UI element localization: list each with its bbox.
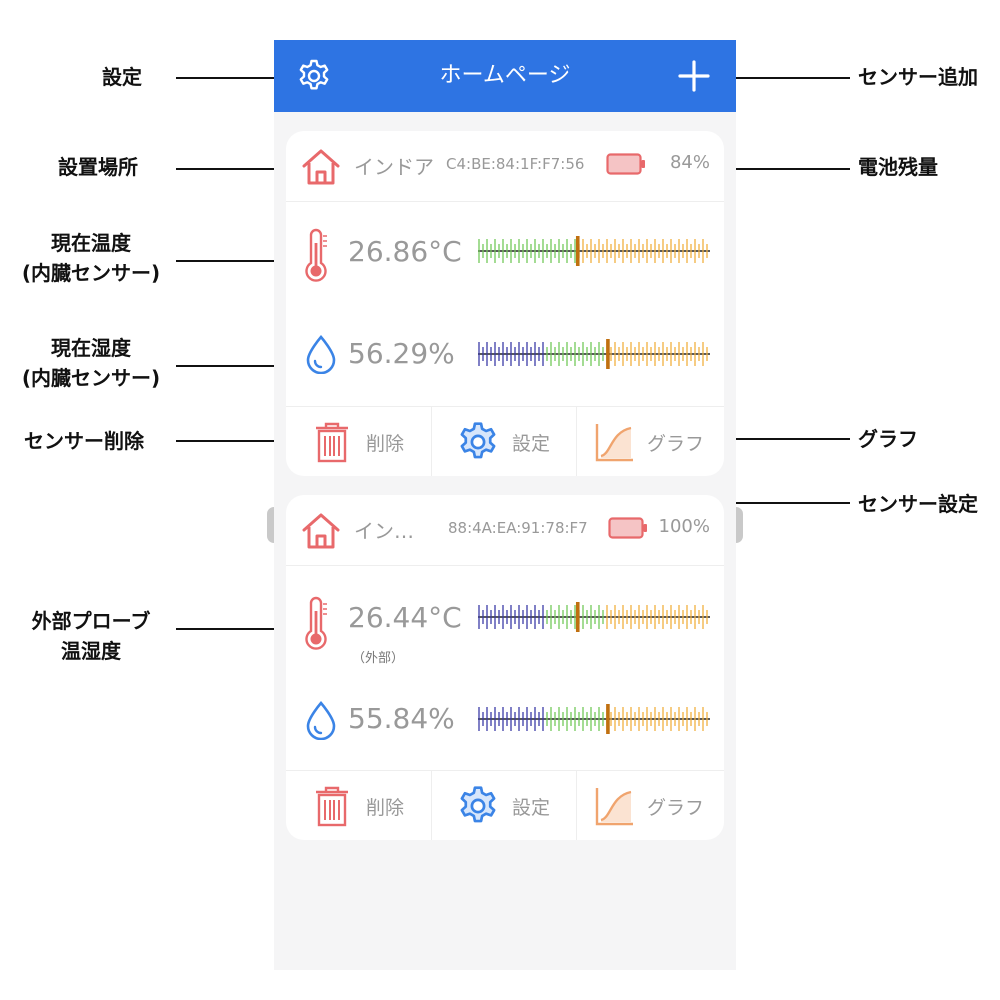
humidity-reading: 56.29% [348,337,455,370]
thermometer-icon [305,228,327,282]
leader-graph [722,438,850,440]
leader-battery-level [722,168,850,170]
page-title: ホームページ [439,63,571,88]
gauge-marker [575,236,580,266]
sensor-settings-button[interactable]: 設定 [431,771,577,840]
sensor-mac-address: 88:4A:EA:91:78:F7 [448,519,588,537]
annotation-location: 設置場所 [58,155,138,179]
humidity-gauge [478,339,710,369]
annotation-add-sensor: センサー追加 [858,65,978,89]
annotation-battery-level: 電池残量 [858,155,938,179]
delete-button[interactable]: 削除 [286,771,431,840]
annotation-current-temp-line2: (内臓センサー) [21,261,161,285]
temperature-gauge [478,602,710,632]
annotation-current-humid-line2: (内臓センサー) [21,366,161,390]
temperature-reading: 26.86°C [348,235,462,268]
sensor-settings-button[interactable]: 設定 [431,407,577,476]
delete-label: 削除 [366,433,405,455]
sensor-actions: 削除 設定 グラフ [286,406,724,476]
graph-button[interactable]: グラフ [576,407,722,476]
app-header: ホームページ [274,40,736,112]
graph-icon [595,424,633,462]
leader-probe [176,628,288,630]
battery-icon [608,517,647,539]
thermometer-icon [305,596,327,650]
sensor-location: イン… [354,519,414,543]
leader-location [176,168,288,170]
annotation-graph: グラフ [858,427,918,451]
annotation-probe-line1: 外部プローブ [31,609,151,633]
sensor-mac-address: C4:BE:84:1F:F7:56 [446,155,585,173]
leader-settings [176,77,286,79]
annotation-current-temp-line1: 現在温度 [51,231,131,255]
leader-add-sensor [722,77,850,79]
leader-current-temp [176,260,288,262]
gear-icon [460,786,496,823]
annotation-settings: 設定 [102,65,142,89]
trash-icon [316,422,348,463]
water-drop-icon [306,701,336,740]
delete-label: 削除 [366,797,405,819]
temperature-source-label: （外部） [352,651,405,666]
graph-label: グラフ [647,433,705,455]
sensor-card-header: インドア C4:BE:84:1F:F7:56 84% [286,131,724,202]
gear-icon[interactable] [296,58,332,94]
leader-current-humid [176,365,288,367]
water-drop-icon [306,335,336,374]
delete-button[interactable]: 削除 [286,407,431,476]
trash-icon [316,786,348,827]
annotation-sensor-settings: センサー設定 [858,492,978,516]
battery-percentage: 100% [658,516,710,537]
annotation-probe: 外部プローブ 温湿度 [6,606,176,666]
battery-percentage: 84% [669,152,710,173]
battery-icon [606,153,645,175]
settings-label: 設定 [512,433,551,455]
annotation-delete-sensor: センサー削除 [24,429,144,453]
sensor-actions: 削除 設定 グラフ [286,770,724,840]
graph-button[interactable]: グラフ [576,771,722,840]
graph-label: グラフ [647,797,705,819]
sensor-card[interactable]: イン… 88:4A:EA:91:78:F7 100% 26.44°C （外部） … [286,495,724,840]
phone-screen: ホームページ インドア C4:BE:84:1F:F7:56 84% [274,40,736,970]
leader-delete-sensor [176,440,288,442]
gear-icon [460,422,496,459]
annotation-current-temp: 現在温度 (内臓センサー) [6,228,176,288]
gauge-marker [606,339,610,369]
gauge-marker [606,704,610,734]
house-icon [302,149,340,185]
house-icon [302,513,340,549]
humidity-reading: 55.84% [348,702,455,735]
graph-icon [595,788,633,826]
plus-icon[interactable] [676,58,712,94]
annotation-current-humid: 現在湿度 (内臓センサー) [6,333,176,393]
gauge-marker [575,602,580,632]
sensor-card[interactable]: インドア C4:BE:84:1F:F7:56 84% 26.86°C 56.29… [286,131,724,476]
annotation-probe-line2: 温湿度 [61,639,121,663]
humidity-gauge [478,704,710,734]
temperature-reading: 26.44°C [348,601,462,634]
settings-label: 設定 [512,797,551,819]
annotation-current-humid-line1: 現在湿度 [51,336,131,360]
sensor-location: インドア [354,155,434,179]
sensor-card-header: イン… 88:4A:EA:91:78:F7 100% [286,495,724,566]
temperature-gauge [478,236,710,266]
